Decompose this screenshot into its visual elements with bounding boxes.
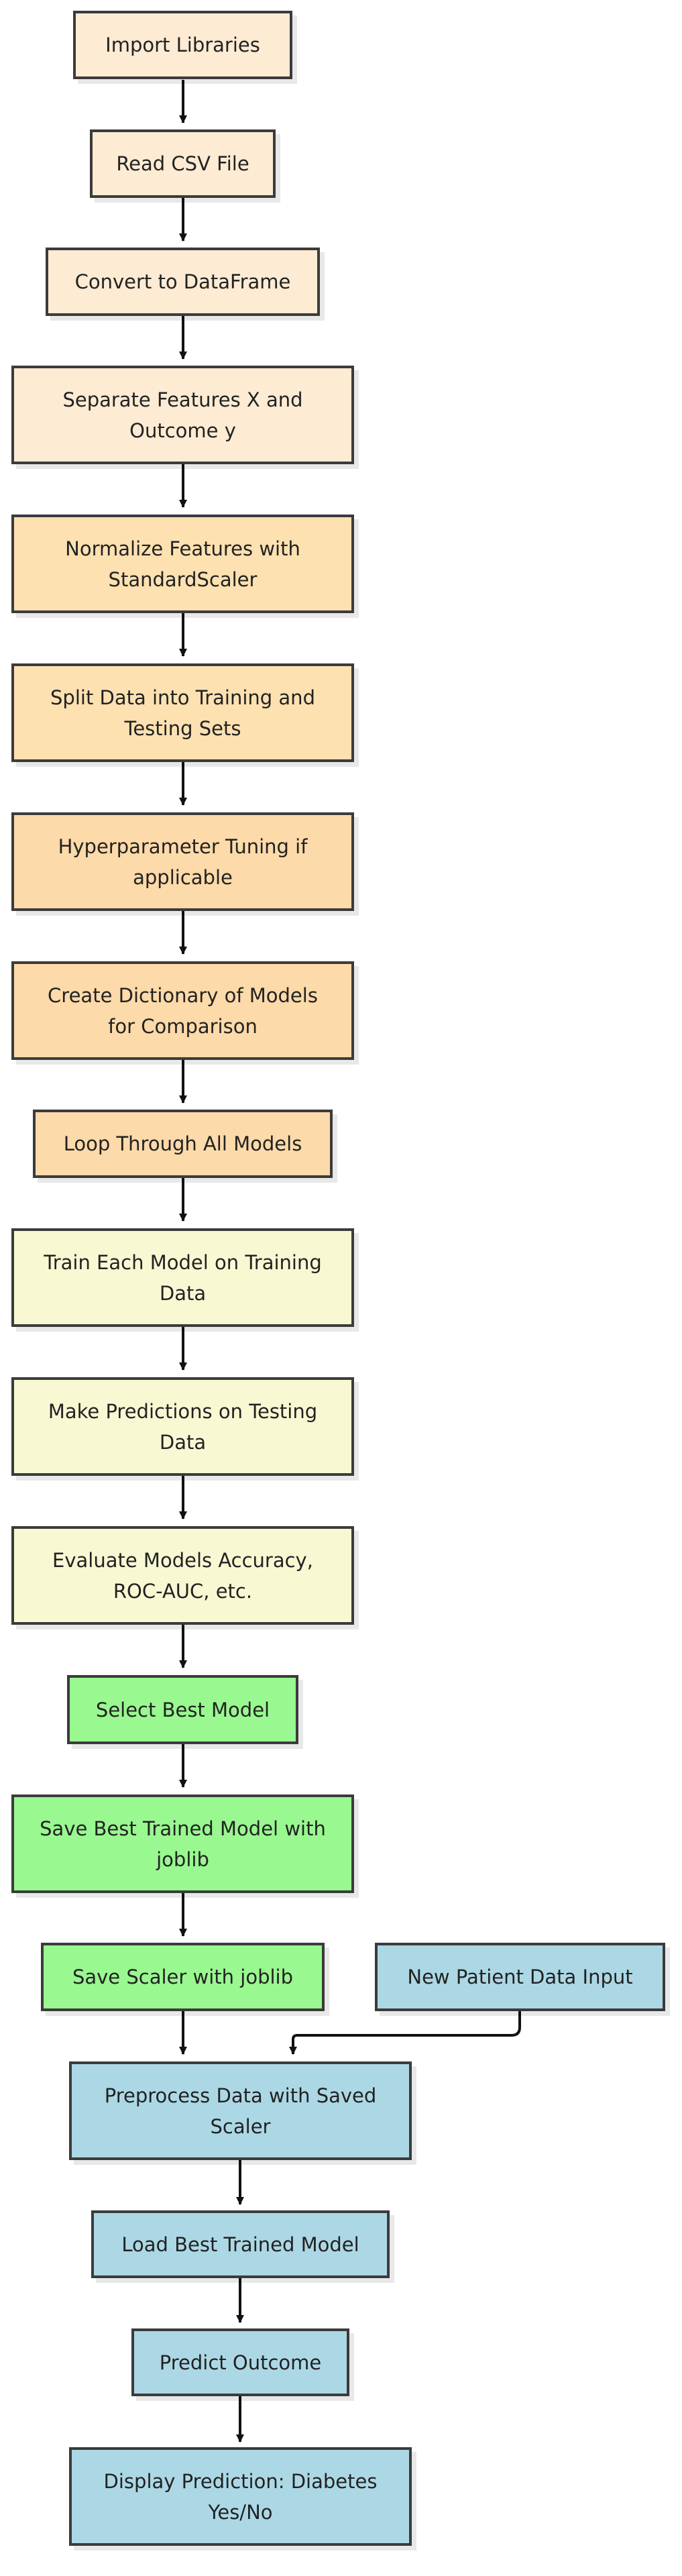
step-save-best-trained-model-label: Save Best Trained Model with joblib: [40, 1817, 326, 1871]
step-select-best-model: Select Best Model: [67, 1675, 298, 1744]
step-import-libraries-label: Import Libraries: [105, 34, 260, 56]
step-save-scaler: Save Scaler with joblib: [41, 1943, 325, 2011]
step-load-best-trained-model-label: Load Best Trained Model: [121, 2233, 359, 2256]
step-split-data: Split Data into Training and Testing Set…: [11, 663, 354, 762]
step-normalize-features-label: Normalize Features with StandardScaler: [65, 537, 300, 591]
connector-new-patient-to-preprocess: [289, 2011, 521, 2055]
step-create-dictionary-label: Create Dictionary of Models for Comparis…: [48, 983, 318, 1038]
step-separate-features: Separate Features X and Outcome y: [11, 366, 354, 464]
step-train-each-model-label: Train Each Model on Training Data: [44, 1250, 322, 1305]
step-make-predictions-label: Make Predictions on Testing Data: [48, 1399, 318, 1454]
step-save-scaler-label: Save Scaler with joblib: [72, 1966, 294, 1988]
step-loop-through-models-label: Loop Through All Models: [63, 1132, 302, 1155]
step-evaluate-models: Evaluate Models Accuracy, ROC-AUC, etc.: [11, 1526, 354, 1625]
step-hyperparameter-tuning: Hyperparameter Tuning if applicable: [11, 812, 354, 911]
step-new-patient-data-input-label: New Patient Data Input: [407, 1966, 633, 1988]
step-preprocess-data-label: Preprocess Data with Saved Scaler: [104, 2084, 377, 2138]
step-evaluate-models-label: Evaluate Models Accuracy, ROC-AUC, etc.: [52, 1548, 313, 1603]
step-convert-to-dataframe: Convert to DataFrame: [46, 248, 320, 316]
step-new-patient-data-input: New Patient Data Input: [375, 1943, 665, 2011]
step-train-each-model: Train Each Model on Training Data: [11, 1228, 354, 1327]
step-normalize-features: Normalize Features with StandardScaler: [11, 515, 354, 613]
step-split-data-label: Split Data into Training and Testing Set…: [50, 686, 315, 740]
step-import-libraries: Import Libraries: [73, 11, 292, 79]
step-create-dictionary: Create Dictionary of Models for Comparis…: [11, 961, 354, 1060]
step-read-csv-file-label: Read CSV File: [116, 152, 249, 175]
step-loop-through-models: Loop Through All Models: [33, 1110, 333, 1178]
step-convert-to-dataframe-label: Convert to DataFrame: [74, 270, 291, 293]
step-hyperparameter-tuning-label: Hyperparameter Tuning if applicable: [58, 835, 308, 889]
step-display-prediction-label: Display Prediction: Diabetes Yes/No: [103, 2469, 378, 2524]
step-preprocess-data: Preprocess Data with Saved Scaler: [69, 2061, 412, 2160]
step-separate-features-label: Separate Features X and Outcome y: [62, 388, 303, 442]
step-select-best-model-label: Select Best Model: [95, 1698, 270, 1721]
step-save-best-trained-model: Save Best Trained Model with joblib: [11, 1794, 354, 1893]
step-display-prediction: Display Prediction: Diabetes Yes/No: [69, 2447, 412, 2546]
step-load-best-trained-model: Load Best Trained Model: [91, 2210, 390, 2278]
step-predict-outcome-label: Predict Outcome: [159, 2351, 322, 2374]
step-predict-outcome: Predict Outcome: [131, 2328, 349, 2396]
step-read-csv-file: Read CSV File: [90, 129, 276, 198]
step-make-predictions: Make Predictions on Testing Data: [11, 1377, 354, 1476]
